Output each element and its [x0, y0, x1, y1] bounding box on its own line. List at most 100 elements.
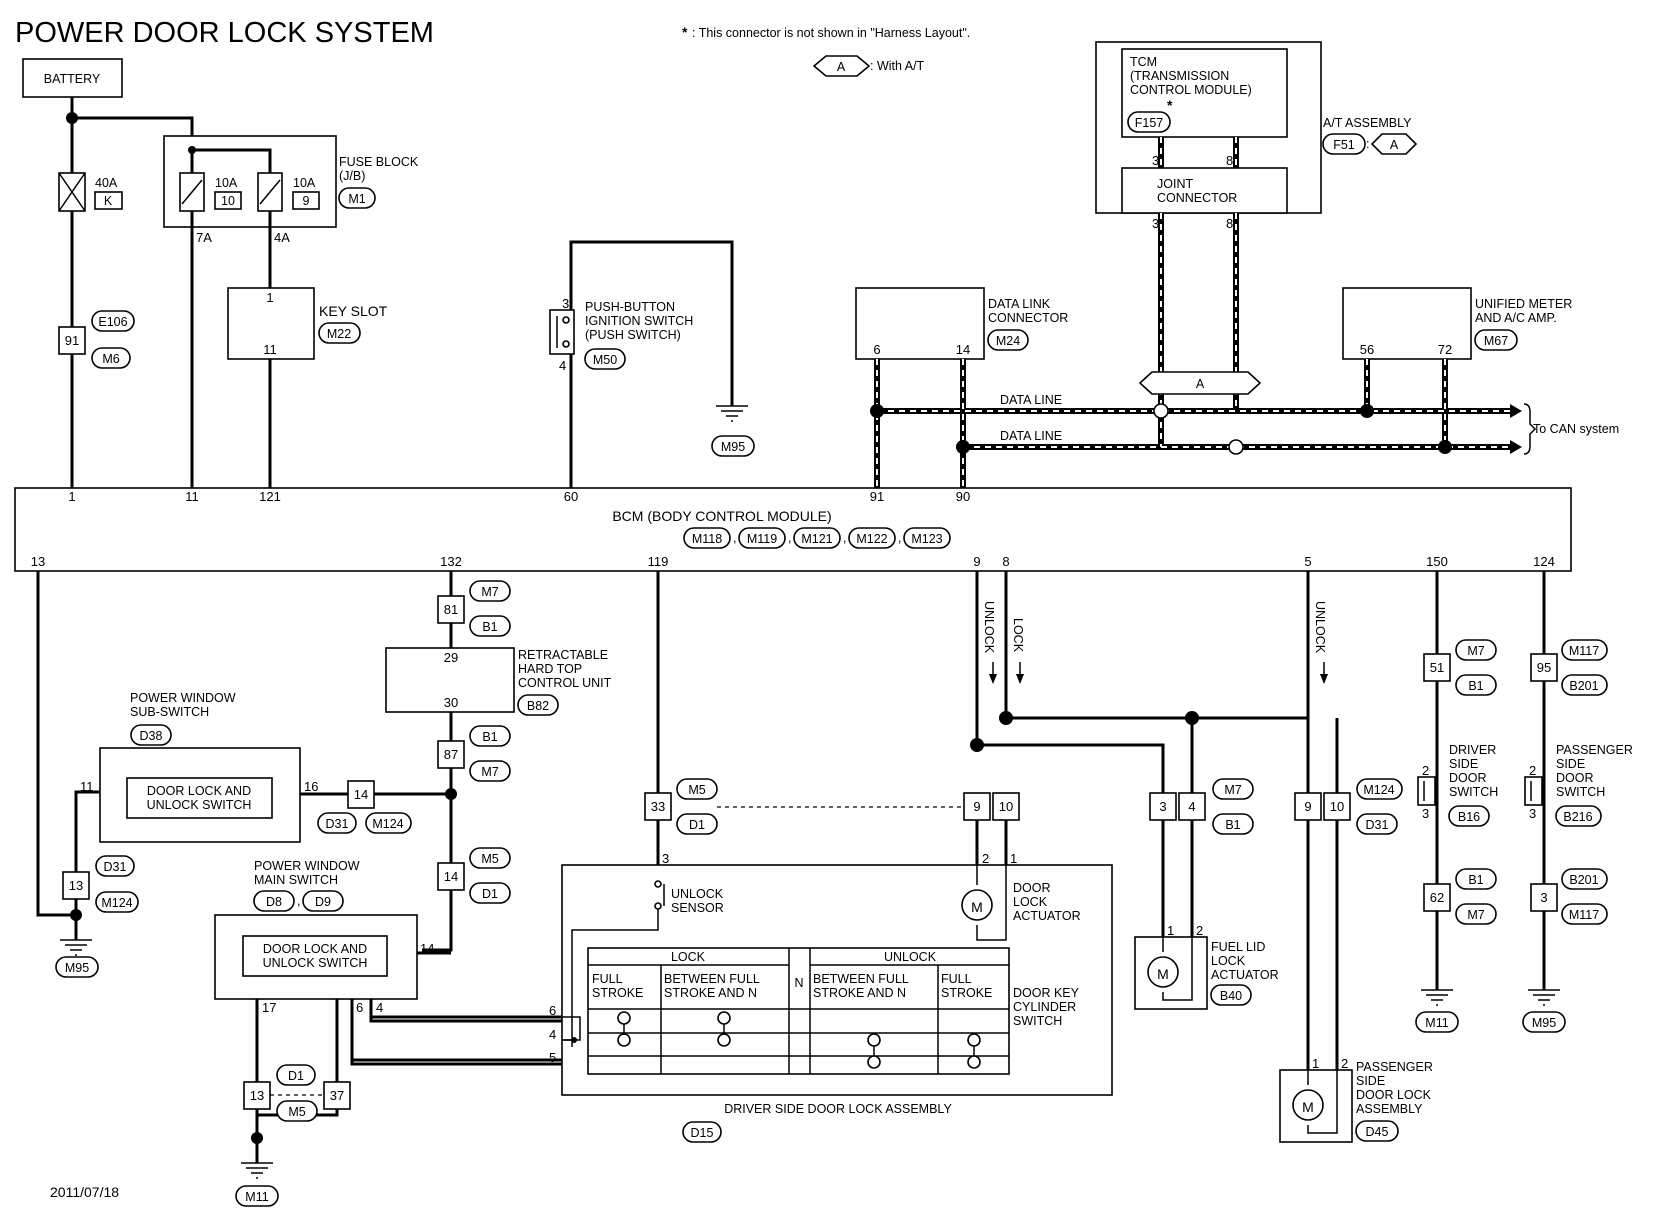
- t-full-unlock-1: FULL: [941, 972, 972, 986]
- conn-b201-b: [1561, 868, 1608, 890]
- fuel-lid-label-1: FUEL LID: [1211, 940, 1265, 954]
- conn-f157: [1127, 111, 1171, 133]
- key-slot: 1 11 KEY SLOT M22: [227, 287, 388, 488]
- pin-ps3: 3: [562, 296, 569, 311]
- conn-d1-a: [469, 882, 511, 904]
- conn-d31-a-label: D31: [104, 860, 127, 874]
- conn-m7-b-label: M7: [481, 765, 498, 779]
- can-brace: [1523, 403, 1537, 455]
- key-cylinder-table: LOCK UNLOCK N FULL STROKE BETWEEN FULL S…: [587, 947, 1080, 1075]
- pin-b119: 119: [648, 554, 669, 569]
- pin-b11: 11: [185, 489, 199, 504]
- pin-b9: 9: [973, 554, 980, 569]
- pds-label-2: SIDE: [1556, 757, 1585, 771]
- tcm-label-3: CONTROL MODULE): [1130, 83, 1252, 97]
- passenger-wires: [1306, 820, 1339, 1070]
- conn-d8-label: D8: [266, 895, 282, 909]
- conn-e106: [91, 310, 135, 332]
- junction-lock-2: [1185, 711, 1199, 725]
- conn-e106-label: E106: [98, 315, 127, 329]
- conn-m119-label: M119: [747, 532, 777, 546]
- pin-b132: 132: [440, 554, 462, 569]
- wire-ms4: [369, 999, 562, 1019]
- conn-m5-b: [676, 778, 718, 800]
- door-lock-motor-label: M: [971, 899, 983, 915]
- conn-m124-c: [1356, 778, 1403, 800]
- pw-main-label-2: MAIN SWITCH: [254, 873, 338, 887]
- pw-sub-switch-box: [126, 777, 273, 819]
- pass-assy-label-4: ASSEMBLY: [1356, 1102, 1423, 1116]
- tc-2: [617, 1033, 631, 1047]
- key-slot-label: KEY SLOT: [319, 303, 388, 319]
- power-window-main-switch: POWER WINDOW MAIN SWITCH D8 , D9 DOOR LO…: [214, 859, 434, 1207]
- unlock-text-1: UNLOCK: [982, 601, 996, 654]
- conn-m6-label: M6: [102, 352, 119, 366]
- f51-a-label: A: [1390, 138, 1399, 152]
- tc-6: [867, 1055, 881, 1069]
- fuse-k-label: K: [104, 194, 113, 208]
- dl-junction-2: [956, 440, 970, 454]
- wire-sub-11: [74, 790, 100, 872]
- ground-m11-right: [1421, 989, 1453, 1006]
- table-unlock-header: UNLOCK: [884, 950, 937, 964]
- fuel-lid-wires: [1161, 820, 1194, 937]
- pin-b150: 150: [1426, 554, 1448, 569]
- conn-m11-bottom-label: M11: [245, 1190, 268, 1204]
- data-line-dash: [876, 213, 1510, 488]
- pin-c81: 81: [444, 602, 458, 617]
- conn-d1-c: [276, 1064, 316, 1086]
- retractable-label-2: HARD TOP: [518, 662, 582, 676]
- data-lines: A DATA LINE DATA LINE To CAN system: [870, 213, 1619, 488]
- jc-label-1: JOINT: [1157, 177, 1193, 191]
- pin-ks11: 11: [263, 342, 277, 357]
- pin-c10b: 10: [1330, 799, 1344, 814]
- data-link-connector: 6 14 DATA LINK CONNECTOR M24: [855, 287, 1068, 360]
- pin-c3: 3: [1159, 799, 1166, 814]
- tc-7: [967, 1033, 981, 1047]
- pin-jc8: 8: [1226, 216, 1233, 231]
- t-full-unlock-2: STROKE: [941, 986, 992, 1000]
- pin-c62: 62: [1430, 890, 1444, 905]
- t-between-unlock-2: STROKE AND N: [813, 986, 906, 1000]
- conn-d1-a-label: D1: [482, 887, 498, 901]
- connector-91: [58, 326, 86, 355]
- conn-m121-label: M121: [801, 532, 832, 546]
- f51-a-symbol: [1370, 133, 1418, 155]
- fuse-block-sublabel: (J/B): [339, 169, 365, 183]
- pin-c13b: 13: [250, 1088, 264, 1103]
- wire-ms6-b: [350, 999, 562, 1066]
- table-frame: [587, 947, 1010, 1075]
- battery-label: BATTERY: [44, 72, 101, 86]
- ground-m95-top: [716, 405, 748, 422]
- conn-m11-r-label: M11: [1425, 1016, 1448, 1030]
- conn-m24: [987, 329, 1029, 351]
- conn-m50-label: M50: [593, 353, 617, 367]
- conn-m124-a-label: M124: [101, 896, 132, 910]
- conn-m7-d: [1455, 639, 1497, 661]
- conn-m5-b-label: M5: [688, 783, 705, 797]
- m95-junction: [70, 909, 82, 921]
- pin-us3: 3: [662, 851, 669, 866]
- unlock-arrow-2: UNLOCK: [1313, 601, 1328, 684]
- conn-m95-r-label: M95: [1532, 1016, 1556, 1030]
- wire-ms4-b: [369, 999, 562, 1023]
- conn-d31-b: [317, 812, 357, 834]
- arrow-can-2: [1510, 440, 1522, 454]
- conn-b1-c-label: B1: [1225, 818, 1240, 832]
- fuel-lid-circuit: 3 4 M7 B1 1 2 M FUEL LID LOCK ACTUATOR B…: [1134, 778, 1279, 1010]
- pin-c9b: 9: [1304, 799, 1311, 814]
- fuse-block-label: FUSE BLOCK: [339, 155, 419, 169]
- bcm: 1 11 121 60 91 90 BCM (BODY CONTROL MODU…: [14, 487, 1572, 572]
- dl-open-junction-2: [1228, 439, 1244, 455]
- pw-sub-label-1: POWER WINDOW: [130, 691, 236, 705]
- table-n-header: N: [794, 976, 803, 990]
- connector-4: [1178, 792, 1206, 821]
- conn-m7-c: [1212, 778, 1254, 800]
- key-cyl-label-1: DOOR KEY: [1013, 986, 1080, 1000]
- passenger-door-lock-circuit: UNLOCK 9 10 M124 D31 1 2 M PASSENGER SID…: [1279, 571, 1433, 1143]
- junction-132: [445, 788, 457, 800]
- tcm-section: TCM (TRANSMISSION CONTROL MODULE) * F157…: [1095, 41, 1418, 231]
- fuse-10a-2-label: 10A: [293, 176, 316, 190]
- unlock-sensor-label-2: SENSOR: [671, 901, 724, 915]
